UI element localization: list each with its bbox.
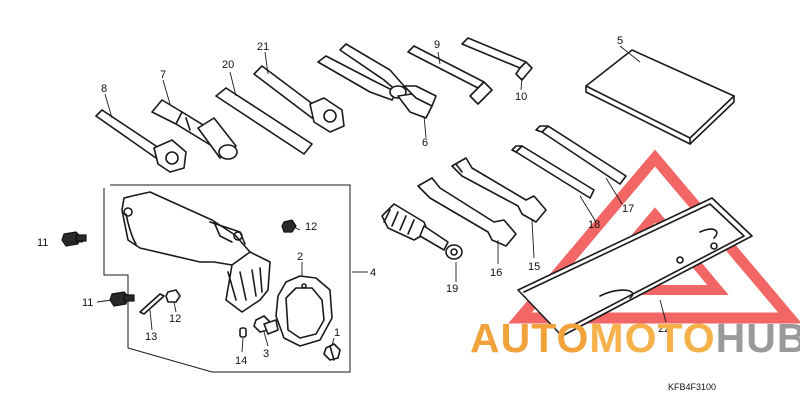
nut-part-12b	[165, 289, 181, 303]
callout-20: 20	[222, 59, 234, 71]
wrench-part-16	[417, 177, 517, 247]
bolt-part-11b	[109, 291, 135, 307]
callout-22: 22	[658, 323, 670, 335]
callout-3: 3	[263, 348, 269, 360]
callout-11b: 11	[82, 297, 93, 309]
spanner-part-8	[95, 109, 187, 173]
hex-key-part-9	[407, 45, 493, 105]
leader-lines	[66, 45, 667, 353]
callout-8: 8	[101, 83, 107, 95]
screwdriver-part-17	[535, 125, 627, 185]
tool-case-lid-part-2	[275, 275, 333, 347]
strap-part-13	[139, 293, 165, 315]
screwdriver-part-18	[511, 145, 595, 199]
callout-13: 13	[145, 331, 157, 343]
callout-12a: 12	[305, 221, 317, 233]
callout-2: 2	[297, 251, 303, 263]
screwdriver-handle-part-19	[381, 203, 463, 260]
socket-wrench-part-7	[151, 99, 238, 160]
callout-10: 10	[515, 91, 527, 103]
wrench-part-15	[451, 157, 547, 223]
callout-17: 17	[622, 203, 634, 215]
clip-part-14	[239, 327, 247, 338]
handle-bar-part-20	[215, 87, 313, 155]
callout-14: 14	[235, 355, 247, 367]
callout-21: 21	[257, 41, 269, 53]
watermark-logo: AUTOMOTOHUB	[470, 315, 800, 361]
tool-pouch-part-22	[517, 197, 753, 337]
callout-6: 6	[422, 137, 428, 149]
manual-part-5	[585, 49, 735, 145]
watermark-hub: HUB	[716, 315, 800, 361]
callout-19: 19	[446, 283, 458, 295]
callout-7: 7	[160, 69, 166, 81]
callout-15: 15	[528, 261, 540, 273]
callout-18: 18	[588, 219, 600, 231]
callout-11a: 11	[37, 237, 48, 249]
callout-5: 5	[617, 35, 623, 47]
nut-part-12a	[281, 219, 297, 233]
pliers-part-6	[317, 43, 437, 119]
ring-wrench-part-21	[253, 65, 345, 133]
hex-key-part-10	[461, 37, 533, 81]
callout-9: 9	[434, 39, 440, 51]
grommet-part-3	[253, 315, 279, 335]
callout-4: 4	[370, 267, 376, 279]
callout-numbers: 1 2 3 4 5 6 7 8 9 10 11 11 12 12 13 14 1…	[37, 35, 670, 367]
callout-1: 1	[334, 327, 340, 339]
bolt-part-11a	[61, 231, 87, 247]
watermark-wordmark: AUTOMOTOHUB	[470, 315, 800, 361]
tool-bag-bracket-outline	[103, 184, 351, 373]
watermark-auto: AUTO	[470, 315, 589, 361]
tool-case-part-4	[121, 191, 271, 313]
watermark-moto: MOTO	[589, 315, 715, 361]
callout-16: 16	[490, 267, 502, 279]
callout-12b: 12	[169, 313, 181, 325]
screw-part-1	[323, 343, 341, 361]
diagram-code: KFB4F3100	[668, 382, 716, 392]
